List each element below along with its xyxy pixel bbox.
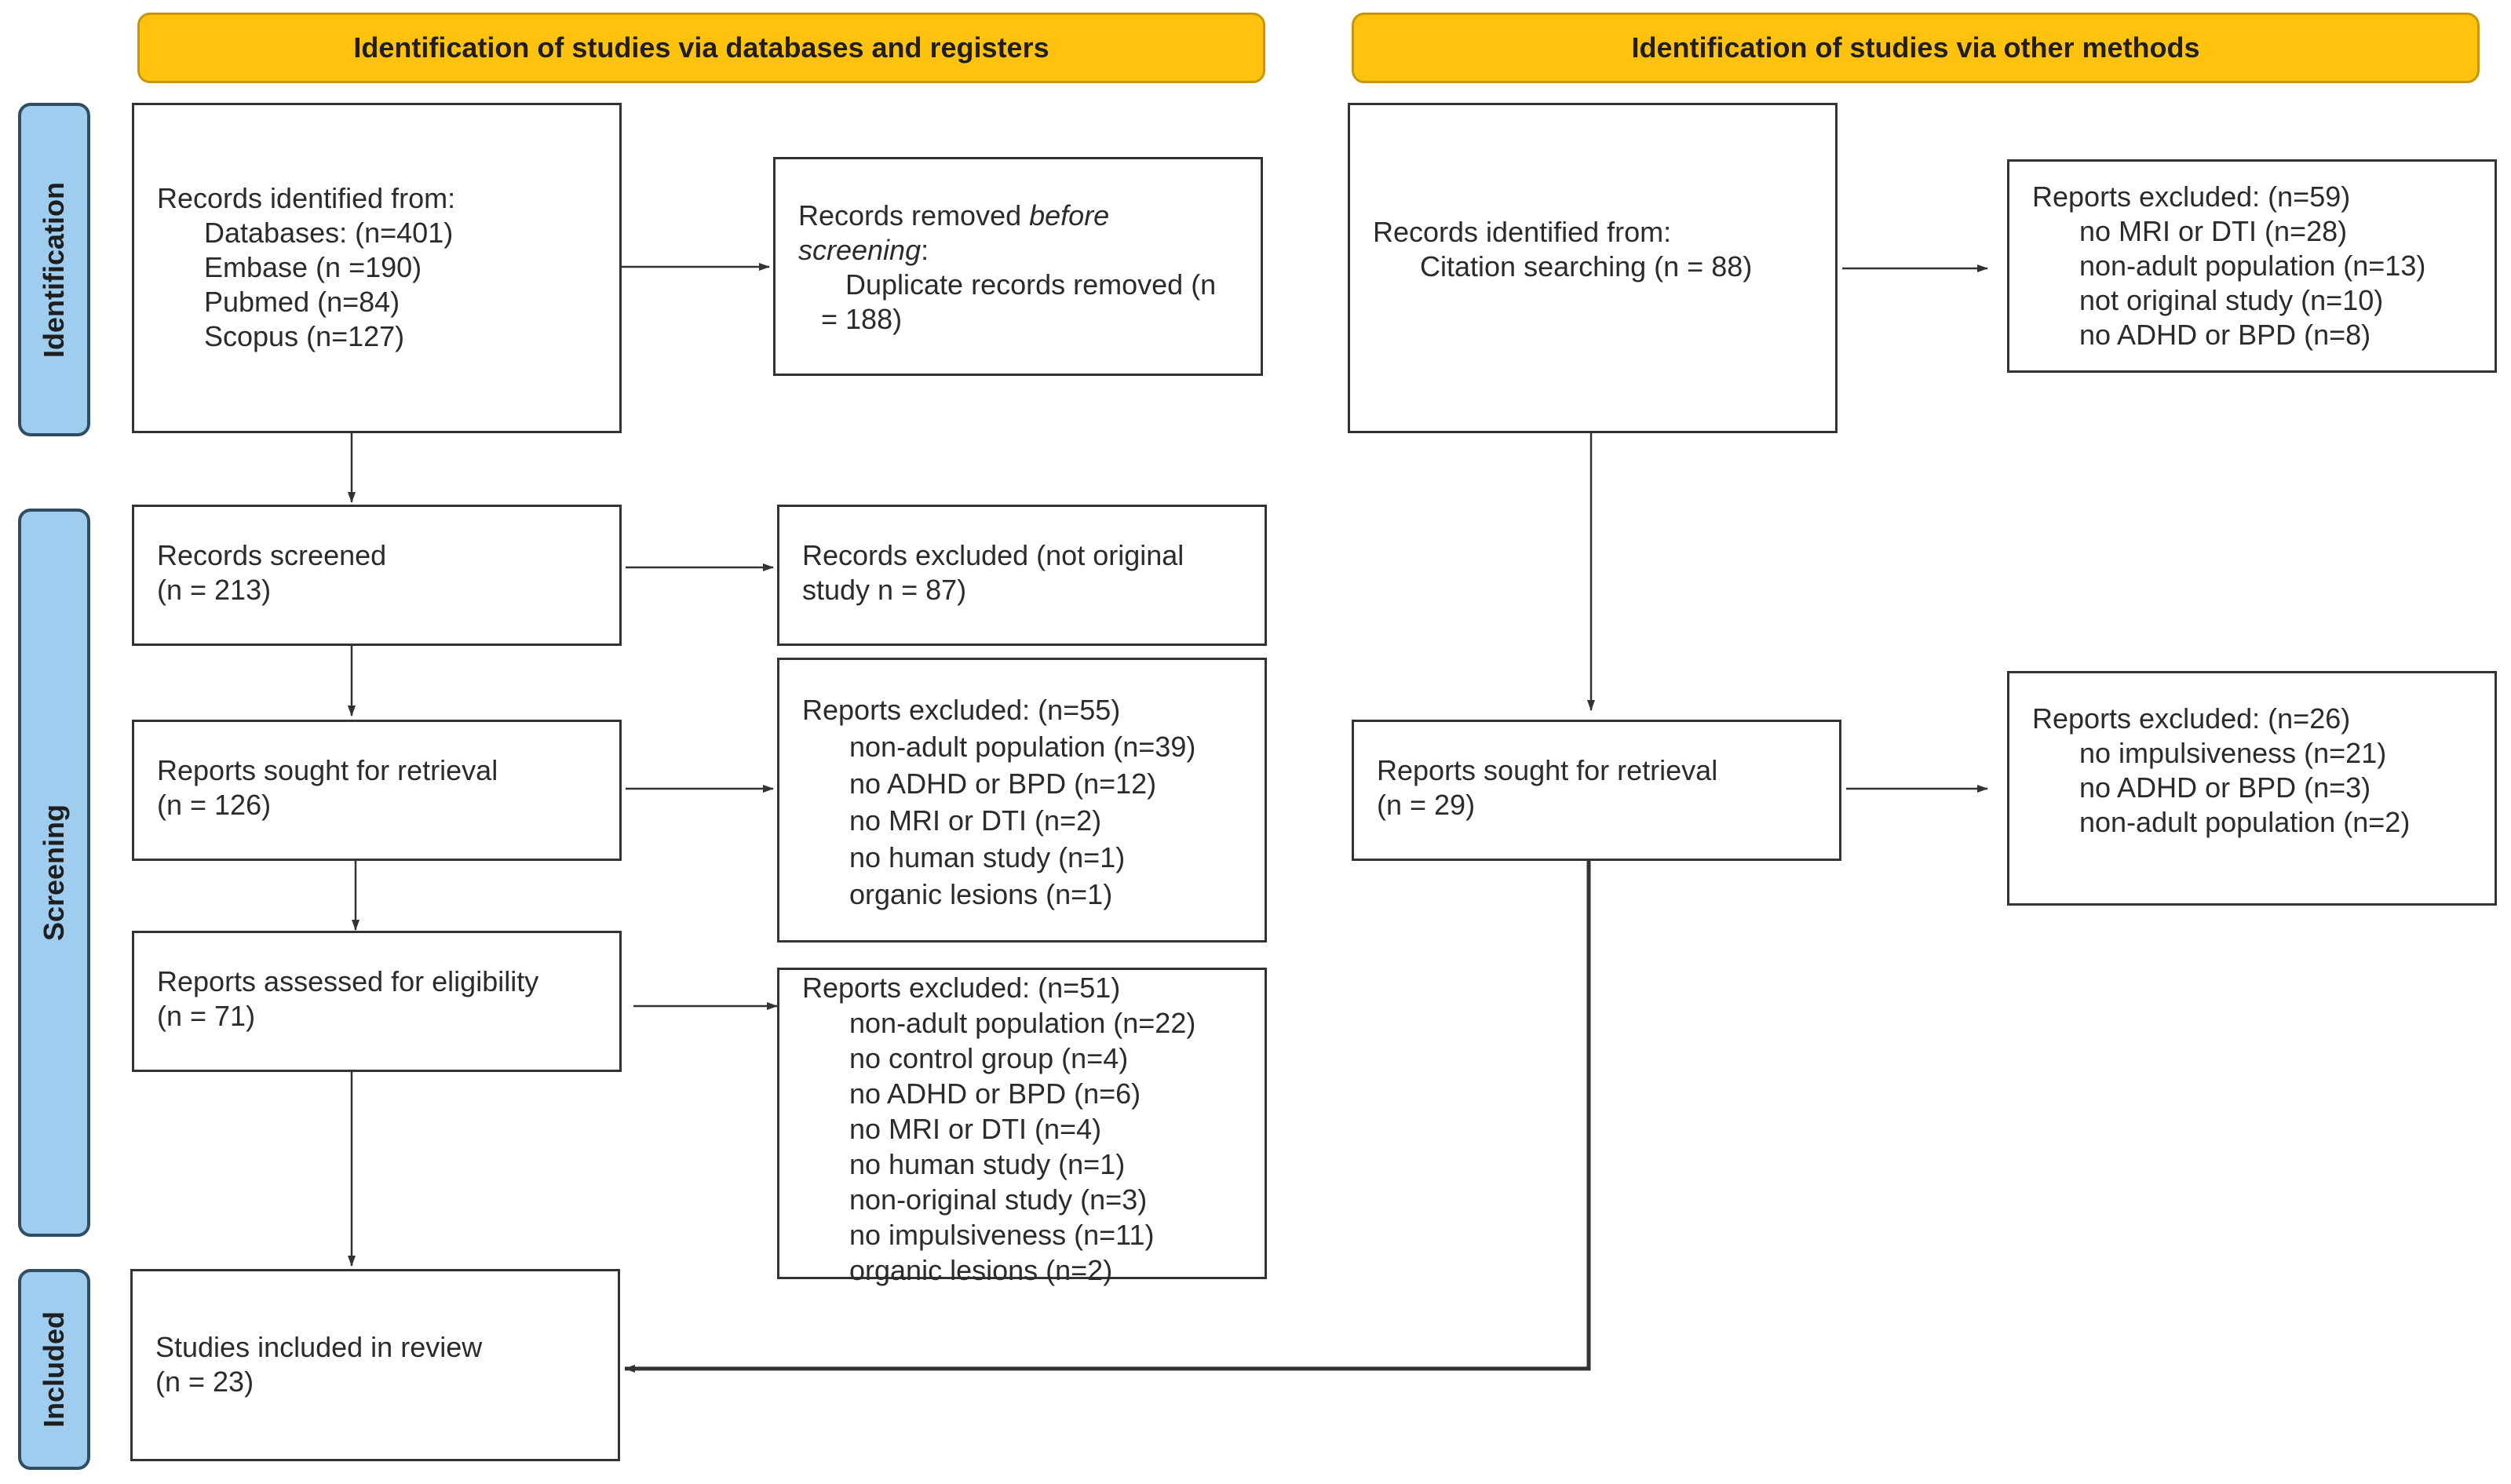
- records-excluded-line: Records excluded (not original: [802, 539, 1184, 571]
- citation-searching-count: Citation searching (n = 88): [1420, 250, 1753, 283]
- header-other-methods: Identification of studies via other meth…: [1352, 13, 2480, 83]
- reports-excluded-title: Reports excluded: (n=59): [2032, 180, 2351, 213]
- reports-excluded-title: Reports excluded: (n=55): [802, 694, 1121, 726]
- studies-included-count: (n = 23): [155, 1365, 254, 1398]
- records-identified-item: Scopus (n=127): [204, 320, 405, 352]
- reports-sought-label: Reports sought for retrieval: [157, 754, 498, 786]
- reports-assessed-label: Reports assessed for eligibility: [157, 965, 539, 997]
- exclusion-reason: non-original study (n=3): [849, 1183, 1148, 1216]
- exclusion-reason: non-adult population (n=39): [849, 731, 1196, 763]
- exclusion-reason: no MRI or DTI (n=28): [2079, 215, 2348, 247]
- phase-included-label: Included: [38, 1311, 70, 1428]
- box-reports-assessed: Reports assessed for eligibility (n = 71…: [132, 931, 622, 1072]
- arrow-right-sought-to-included: [624, 859, 1591, 1373]
- reports-sought-count: (n = 126): [157, 789, 272, 821]
- exclusion-reason: no ADHD or BPD (n=6): [849, 1077, 1141, 1110]
- records-identified-item: Databases: (n=401): [204, 217, 454, 249]
- records-screened-label: Records screened: [157, 539, 387, 571]
- header-databases-registers: Identification of studies via databases …: [137, 13, 1265, 83]
- exclusion-reason: organic lesions (n=1): [849, 878, 1113, 910]
- exclusion-reason: non-adult population (n=13): [2079, 250, 2426, 282]
- box-records-screened: Records screened (n = 213): [132, 505, 622, 646]
- box-reports-excluded-assessed: Reports excluded: (n=51) non-adult popul…: [777, 968, 1267, 1286]
- box-right-records-identified: Records identified from: Citation search…: [1348, 103, 1838, 433]
- phase-screening: Screening: [18, 509, 90, 1237]
- phase-identification: Identification: [18, 103, 90, 436]
- exclusion-reason: no control group (n=4): [849, 1042, 1129, 1074]
- duplicate-records-count: = 188): [821, 303, 903, 335]
- phase-screening-label: Screening: [38, 804, 70, 942]
- records-identified-item: Embase (n =190): [204, 251, 422, 283]
- reports-assessed-count: (n = 71): [157, 1000, 256, 1032]
- exclusion-reason: not original study (n=10): [2079, 284, 2384, 316]
- duplicate-records-line: Duplicate records removed (n: [845, 268, 1217, 301]
- exclusion-reason: no impulsiveness (n=11): [849, 1219, 1155, 1251]
- right-records-identified-title: Records identified from:: [1373, 216, 1672, 248]
- records-identified-item: Pubmed (n=84): [204, 286, 400, 318]
- box-right-reports-sought: Reports sought for retrieval (n = 29): [1352, 720, 1841, 861]
- box-reports-excluded-sought: Reports excluded: (n=55) non-adult popul…: [777, 658, 1267, 943]
- records-removed-heading: Records removed before: [798, 199, 1110, 232]
- box-records-identified: Records identified from: Databases: (n=4…: [132, 103, 622, 433]
- box-records-excluded: Records excluded (not original study n =…: [777, 505, 1267, 646]
- box-studies-included: Studies included in review (n = 23): [130, 1269, 620, 1461]
- exclusion-reason: no MRI or DTI (n=2): [849, 804, 1102, 837]
- exclusion-reason: no human study (n=1): [849, 1148, 1126, 1180]
- reports-excluded-title: Reports excluded: (n=26): [2032, 702, 2351, 735]
- exclusion-reason: organic lesions (n=2): [849, 1254, 1113, 1286]
- right-reports-sought-count: (n = 29): [1377, 789, 1476, 821]
- exclusion-reason: non-adult population (n=2): [2079, 806, 2411, 838]
- records-screened-count: (n = 213): [157, 574, 272, 606]
- box-right-reports-excluded-sought: Reports excluded: (n=26) no impulsivenes…: [2007, 671, 2497, 906]
- phase-included: Included: [18, 1269, 90, 1470]
- exclusion-reason: no impulsiveness (n=21): [2079, 737, 2387, 769]
- exclusion-reason: no MRI or DTI (n=4): [849, 1113, 1102, 1145]
- right-reports-sought-label: Reports sought for retrieval: [1377, 754, 1718, 786]
- records-excluded-line: study n = 87): [802, 574, 967, 606]
- exclusion-reason: no ADHD or BPD (n=8): [2079, 319, 2371, 351]
- exclusion-reason: non-adult population (n=22): [849, 1007, 1196, 1039]
- records-identified-title: Records identified from:: [157, 182, 456, 214]
- exclusion-reason: no ADHD or BPD (n=12): [849, 768, 1157, 800]
- exclusion-reason: no ADHD or BPD (n=3): [2079, 771, 2371, 804]
- reports-excluded-title: Reports excluded: (n=51): [802, 972, 1121, 1004]
- box-right-reports-excluded: Reports excluded: (n=59) no MRI or DTI (…: [2007, 159, 2497, 373]
- records-removed-heading-cont: screening:: [798, 234, 929, 266]
- exclusion-reason: no human study (n=1): [849, 841, 1126, 873]
- box-records-removed: Records removed before screening: Duplic…: [773, 157, 1263, 376]
- studies-included-label: Studies included in review: [155, 1331, 483, 1363]
- phase-identification-label: Identification: [38, 181, 70, 358]
- box-reports-sought: Reports sought for retrieval (n = 126): [132, 720, 622, 861]
